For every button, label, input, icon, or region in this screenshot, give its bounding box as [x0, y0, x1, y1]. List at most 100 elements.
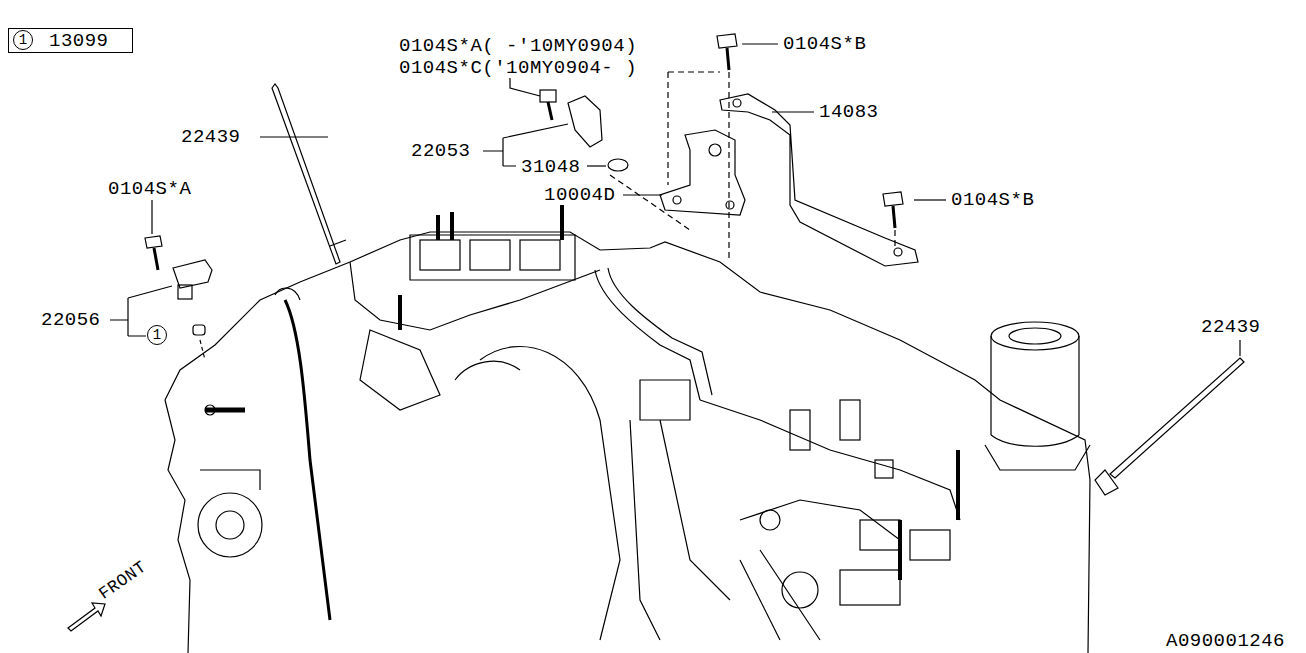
- illustration-line: [914, 199, 946, 200]
- illustration-line: [709, 144, 721, 156]
- illustration-line: [450, 212, 454, 240]
- callout-number: 1: [153, 328, 161, 342]
- illustration-line: [720, 94, 918, 266]
- part-number: 10004D: [543, 186, 616, 205]
- illustration-line: [205, 408, 245, 413]
- illustration-line: [568, 96, 602, 147]
- illustration-line: [782, 572, 818, 608]
- illustration-line: [875, 460, 893, 478]
- illustration-line: [660, 420, 730, 600]
- part-number: 22439: [1200, 318, 1262, 337]
- callout-circle: 1: [13, 30, 33, 50]
- callout-circle: 1: [147, 325, 167, 345]
- illustration-line: [898, 520, 902, 580]
- illustration-line: [205, 405, 215, 415]
- illustration-line: [587, 165, 606, 166]
- illustration-line: [272, 84, 340, 264]
- callout-number: 1: [19, 33, 27, 47]
- illustration-line: [717, 34, 737, 48]
- illustration-line: [668, 72, 720, 185]
- illustration-line: [1095, 470, 1118, 495]
- illustration-line: [860, 520, 900, 550]
- illustration-line: [200, 340, 205, 360]
- illustration-line: [840, 400, 860, 440]
- illustration-line: [436, 215, 440, 240]
- illustration-line: [520, 240, 560, 270]
- illustration-line: [991, 435, 1079, 446]
- illustration-line: [275, 288, 300, 300]
- illustration-line: [216, 511, 244, 539]
- illustration-line: [894, 248, 902, 256]
- part-number: 14083: [818, 103, 880, 122]
- part-number: 31048: [520, 158, 582, 177]
- illustration-line: [742, 43, 778, 44]
- part-number: 0104S*B: [782, 35, 867, 54]
- illustration-line: [154, 248, 158, 270]
- illustration-line: [360, 330, 440, 410]
- illustration-line: [410, 235, 575, 280]
- illustration-line: [145, 236, 162, 248]
- illustration-line: [1239, 340, 1240, 356]
- illustration-line: [285, 300, 330, 620]
- illustration-line: [1009, 328, 1061, 344]
- illustration-line: [1110, 358, 1244, 478]
- illustration-line: [420, 240, 460, 270]
- illustration-line: [956, 450, 960, 520]
- illustration-line: [548, 102, 552, 120]
- part-number: 0104S*A: [107, 180, 192, 199]
- part-number: A090001246: [1165, 632, 1286, 651]
- illustration-line: [727, 48, 729, 70]
- illustration-line: [630, 420, 660, 640]
- illustration-line: [165, 400, 190, 653]
- illustration-line: [673, 196, 681, 204]
- illustration-line: [200, 470, 260, 490]
- legend-box: 13099 1: [8, 28, 133, 53]
- illustration-line: [910, 530, 950, 560]
- illustration-line: [260, 136, 328, 137]
- part-number: 13099: [49, 32, 109, 51]
- part-number: 22056: [40, 311, 102, 330]
- illustration-line: [350, 262, 600, 330]
- part-number: 0104S*C('10MY0904- ): [398, 59, 638, 78]
- illustration-line: [608, 268, 712, 395]
- illustration-line: [991, 336, 1079, 435]
- illustration-line: [151, 200, 152, 234]
- illustration-line: [193, 325, 205, 335]
- illustration-line: [772, 111, 814, 112]
- direction-label: FRONT: [95, 558, 150, 604]
- illustration-line: [330, 240, 346, 246]
- illustration-line: [991, 322, 1079, 350]
- illustration-line: [726, 201, 734, 209]
- illustration-line: [178, 285, 192, 299]
- part-number: 22439: [180, 128, 242, 147]
- illustration-line: [510, 76, 540, 96]
- illustration-line: [455, 361, 520, 380]
- illustration-line: [560, 205, 564, 240]
- illustration-line: [68, 603, 105, 631]
- part-number: 22053: [410, 142, 472, 161]
- illustration-line: [740, 550, 820, 640]
- part-number: 0104S*B: [950, 191, 1035, 210]
- illustration-line: [733, 99, 741, 107]
- illustration-line: [623, 194, 662, 195]
- illustration-line: [470, 240, 510, 270]
- illustration-line: [883, 192, 903, 206]
- illustration-line: [540, 90, 556, 102]
- illustration-line: [173, 260, 212, 288]
- illustration-line: [165, 232, 1090, 653]
- illustration-line: [198, 493, 262, 557]
- illustration-line: [728, 72, 729, 262]
- illustration-line: [640, 380, 690, 420]
- illustration-line: [608, 159, 628, 171]
- illustration-line: [398, 295, 402, 330]
- illustration-line: [894, 230, 895, 250]
- illustration-line: [700, 400, 960, 520]
- illustration-line: [760, 510, 780, 530]
- illustration-line: [985, 445, 1090, 470]
- illustration-line: [610, 175, 690, 230]
- illustration-line: [660, 130, 745, 215]
- illustration-line: [790, 410, 810, 450]
- illustration-line: [840, 570, 900, 605]
